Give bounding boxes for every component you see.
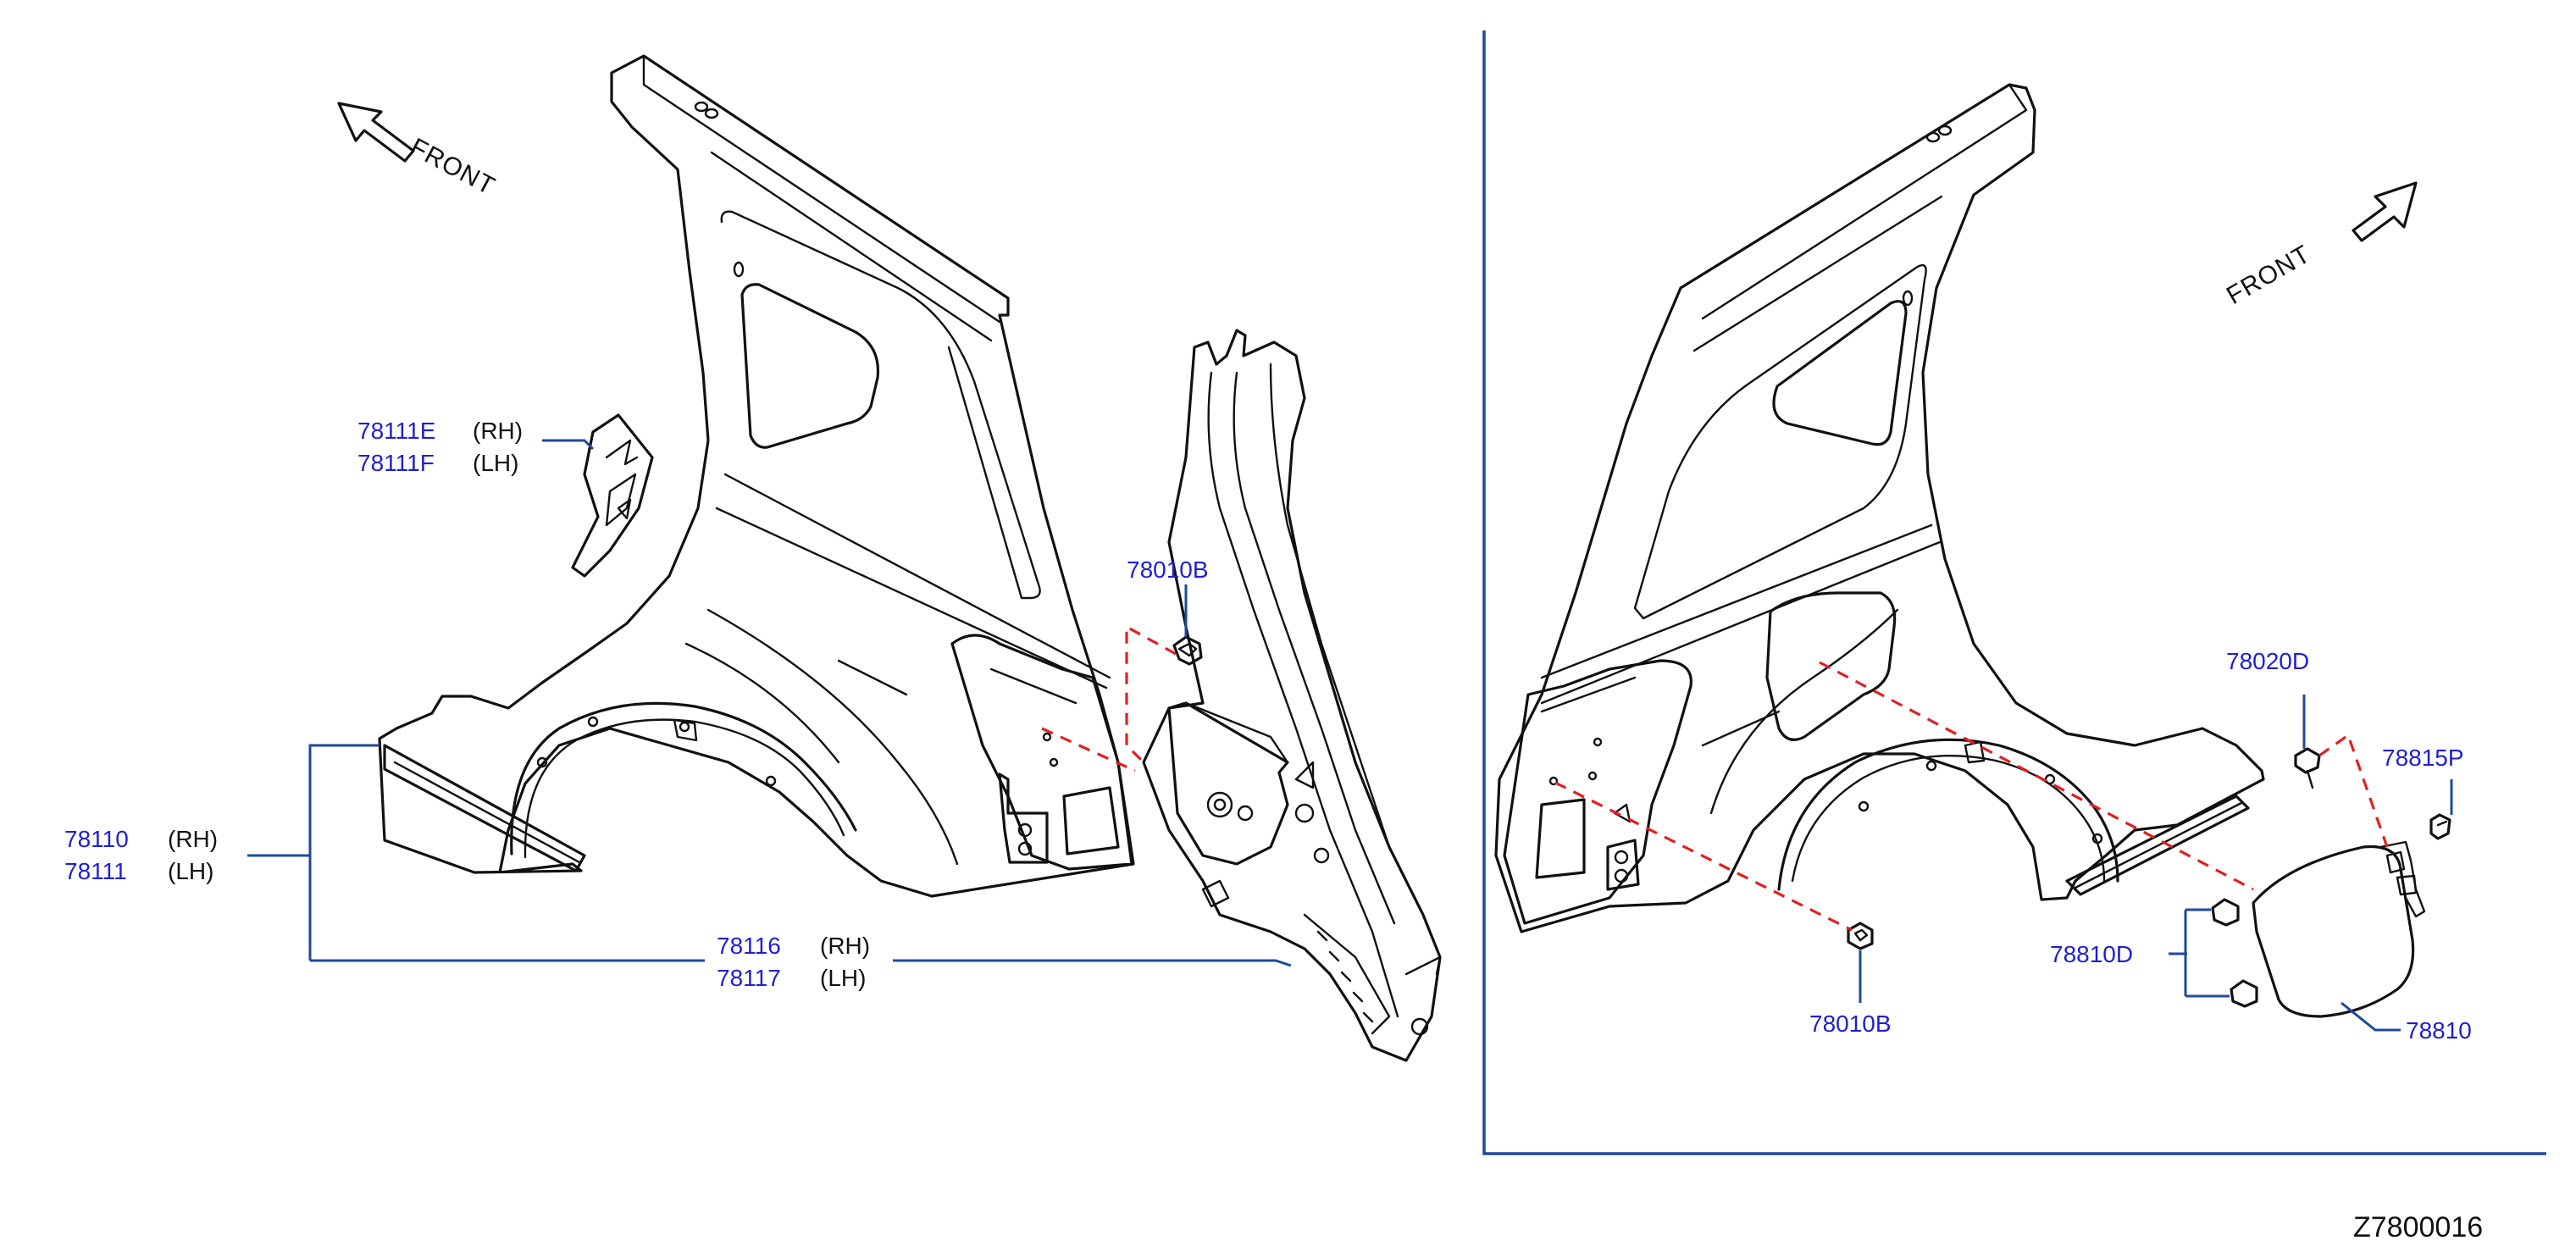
- side-label-78117: (LH): [820, 965, 866, 991]
- side-label-78111f: (LH): [473, 450, 518, 476]
- leader-78116: [893, 959, 1292, 967]
- part-number-78810: 78810: [2406, 1017, 2472, 1044]
- leader-78810: [2341, 1001, 2401, 1032]
- part-number-78111f: 78111F: [357, 450, 435, 476]
- part-number-78020d: 78020D: [2226, 648, 2309, 674]
- guide-line-clip-right: [1554, 781, 1853, 932]
- diagram-code: Z7800016: [2353, 1211, 2483, 1243]
- front-label-right: FRONT: [2222, 240, 2315, 310]
- side-label-78116: (RH): [820, 933, 870, 959]
- part-number-78116: 78116: [717, 933, 781, 959]
- leader-78810d: [2169, 908, 2230, 998]
- side-label-78111e: (RH): [473, 418, 523, 444]
- fuel-filler-lid: [2252, 840, 2426, 1018]
- bumper-78815p: [2429, 813, 2451, 840]
- rear-fender-panel-right: [1494, 83, 2265, 933]
- side-label-78110: (RH): [168, 826, 218, 852]
- bolt-78810d-lower: [2230, 979, 2258, 1008]
- front-arrow-icon: [2352, 181, 2418, 242]
- clip-left: [1172, 635, 1203, 666]
- part-number-78110: 78110: [64, 826, 129, 852]
- guide-line-screw: [2318, 733, 2389, 848]
- part-number-78111: 78111: [64, 858, 127, 884]
- part-number-78117: 78117: [717, 965, 781, 991]
- part-number-78010b-right: 78010B: [1809, 1011, 1892, 1037]
- side-label-78111: (LH): [168, 858, 213, 884]
- part-number-78111e: 78111E: [357, 418, 435, 444]
- front-arrow-icon: [337, 102, 415, 163]
- leader-78110-bracket: [247, 744, 705, 962]
- front-label-left: FRONT: [406, 133, 500, 201]
- view-frame: [1482, 30, 2546, 1155]
- part-number-78815p: 78815P: [2382, 745, 2464, 771]
- rear-fender-reinforcement: [571, 413, 654, 578]
- leader-78111e: [542, 439, 595, 451]
- guide-line-lid: [1819, 661, 2254, 891]
- part-number-78810d: 78810D: [2050, 941, 2133, 967]
- right-view: FRONT: [1494, 83, 2472, 1044]
- guide-line-clip-left: [1125, 624, 1177, 764]
- screw-78020d: [2294, 747, 2321, 789]
- clip-right: [1847, 922, 1874, 950]
- part-number-78010b-left: 78010B: [1127, 557, 1209, 583]
- rear-inner-panel: [1142, 329, 1442, 1062]
- guide-line-fender-left: [1041, 727, 1136, 772]
- bolt-78810d-upper: [2211, 898, 2240, 927]
- rear-fender-panel: [378, 54, 1135, 898]
- left-view: FRONT: [64, 54, 1442, 1062]
